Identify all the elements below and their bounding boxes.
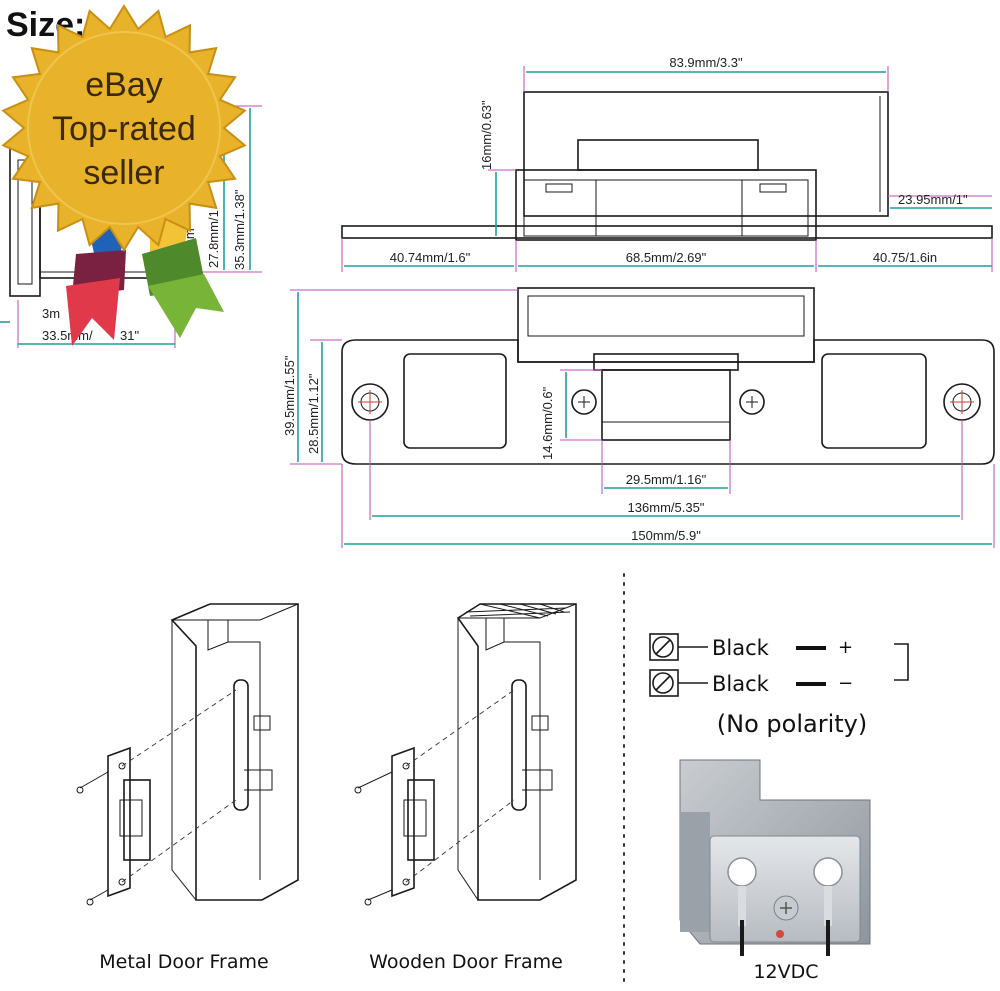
top-left-flange-label: 40.74mm/1.6" bbox=[390, 250, 471, 265]
top-view-latch bbox=[577, 139, 759, 171]
wire-2-label: Black bbox=[712, 672, 770, 696]
ebay-top-rated-badge: eBay Top-rated seller bbox=[1, 4, 247, 346]
wire-bracket bbox=[894, 643, 909, 681]
top-offset-label: 23.95mm/1" bbox=[898, 192, 968, 207]
top-view-latch-inner bbox=[595, 179, 743, 237]
badge-line-3: seller bbox=[83, 154, 164, 192]
wooden-guide-lines bbox=[405, 689, 515, 883]
front-window-left bbox=[403, 353, 507, 449]
front-latch bbox=[601, 369, 731, 441]
side-width-label: 33.5mm/ bbox=[42, 328, 93, 343]
top-depth-label: 16mm/0.63" bbox=[479, 100, 494, 170]
top-view-body-inner bbox=[523, 179, 809, 237]
front-view-housing bbox=[517, 287, 815, 363]
top-view-housing bbox=[523, 91, 889, 217]
badge-line-1: eBay bbox=[85, 66, 163, 104]
badge-seal bbox=[1, 4, 247, 252]
voltage-label: 12VDC bbox=[753, 961, 818, 983]
front-window-right bbox=[821, 353, 927, 449]
metal-screws bbox=[76, 771, 109, 906]
front-view-faceplate bbox=[341, 339, 995, 465]
wooden-frame-install: Wooden Door Frame bbox=[354, 603, 577, 973]
wooden-strike bbox=[391, 746, 435, 898]
metal-frame-install: Metal Door Frame bbox=[76, 603, 299, 973]
top-right-flange-label: 40.75/1.6in bbox=[873, 250, 937, 265]
front-screw-right bbox=[739, 389, 765, 415]
side-height-outer-label: 35.3mm/1.38" bbox=[232, 189, 247, 270]
front-overall-label: 150mm/5.9" bbox=[631, 528, 701, 543]
badge-line-2: Top-rated bbox=[52, 110, 196, 148]
side-thickness-label: 3m bbox=[42, 306, 60, 321]
metal-frame bbox=[170, 603, 299, 901]
front-view: 39.5mm/1.55" 28.5mm/1.12" 14.6mm/0.6" 29… bbox=[282, 287, 995, 548]
wooden-screws bbox=[354, 771, 393, 906]
wire-1-sign: + bbox=[838, 637, 853, 658]
wooden-frame-label: Wooden Door Frame bbox=[369, 951, 563, 973]
polarity-note: (No polarity) bbox=[717, 710, 867, 738]
top-view: 83.9mm/3.3" 16mm/0.63" 23.95mm/1" 40.74m… bbox=[341, 55, 993, 272]
side-width-tail-label: 31" bbox=[120, 328, 139, 343]
top-view-slot-left bbox=[545, 183, 573, 193]
strike-rear-photo bbox=[679, 759, 871, 956]
terminal-2 bbox=[649, 669, 708, 697]
metal-strike bbox=[107, 746, 151, 898]
top-housing-label: 83.9mm/3.3" bbox=[669, 55, 743, 70]
top-view-plate bbox=[341, 225, 993, 239]
front-mount-hole-left bbox=[351, 383, 389, 421]
wire-1-label: Black bbox=[712, 636, 770, 660]
metal-guide-lines bbox=[121, 689, 237, 883]
front-mount-hole-right bbox=[943, 383, 981, 421]
wiring-diagram: Black + Black − (No polarity) bbox=[649, 633, 909, 738]
top-view-slot-right bbox=[759, 183, 787, 193]
terminal-1 bbox=[649, 633, 708, 661]
metal-frame-label: Metal Door Frame bbox=[99, 951, 268, 973]
front-latch-height-label: 14.6mm/0.6" bbox=[540, 386, 555, 460]
badge-seal-ring bbox=[27, 31, 221, 225]
top-center-label: 68.5mm/2.69" bbox=[626, 250, 707, 265]
front-hole-spacing-label: 136mm/5.35" bbox=[628, 500, 705, 515]
front-view-housing-inner bbox=[527, 295, 805, 337]
front-body-height-label: 28.5mm/1.12" bbox=[306, 373, 321, 454]
wire-2-sign: − bbox=[838, 673, 853, 694]
wooden-frame bbox=[456, 603, 577, 901]
wire-1-bar bbox=[796, 646, 826, 650]
front-latch-width-label: 29.5mm/1.16" bbox=[626, 472, 707, 487]
front-screw-left bbox=[571, 389, 597, 415]
side-height-inner-label: 27.8mm/1 bbox=[206, 210, 221, 268]
wire-2-bar bbox=[796, 682, 826, 686]
front-plate-height-label: 39.5mm/1.55" bbox=[282, 355, 297, 436]
